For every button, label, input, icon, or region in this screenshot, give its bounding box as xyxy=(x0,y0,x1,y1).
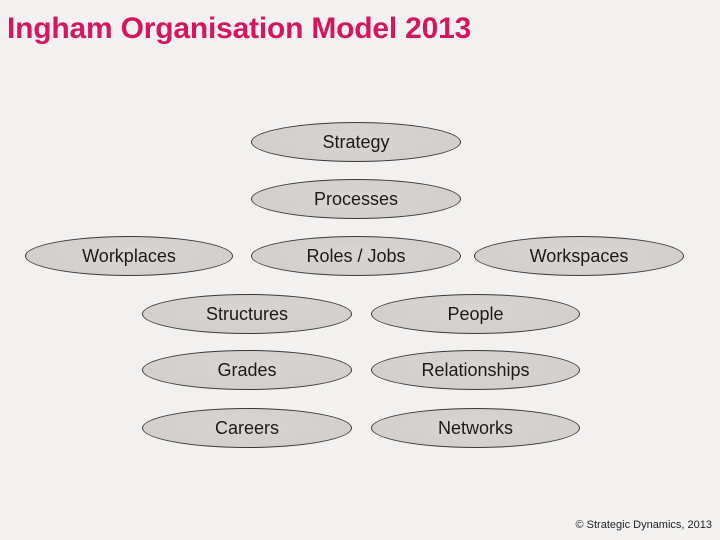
node-strategy: Strategy xyxy=(251,122,461,162)
node-processes: Processes xyxy=(251,179,461,219)
page-title: Ingham Organisation Model 2013 xyxy=(7,12,472,45)
node-workplaces: Workplaces xyxy=(25,236,233,276)
node-grades: Grades xyxy=(142,350,352,390)
node-people: People xyxy=(371,294,580,334)
node-networks: Networks xyxy=(371,408,580,448)
node-relationships: Relationships xyxy=(371,350,580,390)
copyright-footer: © Strategic Dynamics, 2013 xyxy=(575,519,713,531)
node-workspaces: Workspaces xyxy=(474,236,684,276)
node-roles-jobs: Roles / Jobs xyxy=(251,236,461,276)
node-careers: Careers xyxy=(142,408,352,448)
node-structures: Structures xyxy=(142,294,352,334)
